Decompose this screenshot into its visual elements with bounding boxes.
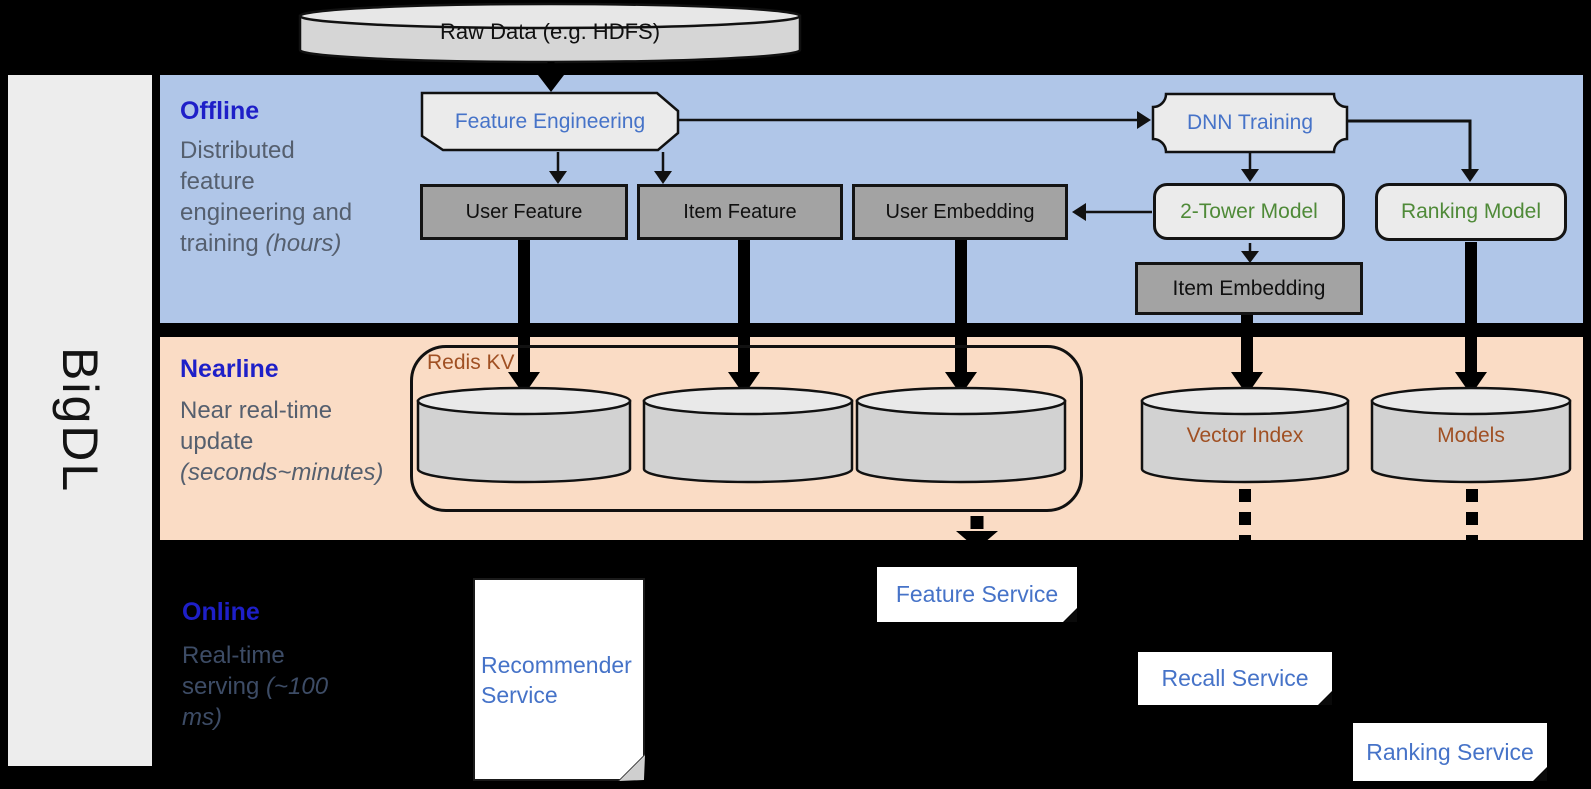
item-feature-box: Item Feature [637, 184, 843, 240]
feature-service-label: Feature Service [895, 581, 1059, 607]
online-band-label: Online [182, 598, 260, 626]
recall-service-label: Recall Service [1161, 665, 1309, 691]
vector-index-label: Vector Index [1186, 424, 1304, 447]
ranking-service-label: Ranking Service [1366, 738, 1534, 765]
offline-band-description: Distributed feature engineering and trai… [180, 135, 370, 259]
item-embedding-box: Item Embedding [1135, 262, 1363, 315]
recall-service-background [1138, 652, 1332, 705]
feature-engineering-label: Feature Engineering [454, 109, 646, 133]
redis-kv-container [410, 345, 1083, 512]
recommender-service-document: Recommender Service [473, 578, 645, 781]
recommender-service-background [473, 578, 645, 781]
online-description-duration: (~100 ms) [182, 673, 329, 731]
nearline-band-label: Nearline [180, 355, 279, 383]
offline-description-text: Distributed feature engineering and trai… [180, 137, 353, 257]
user-feature-box: User Feature [420, 184, 628, 240]
redis-kv-label: Redis KV [427, 351, 515, 374]
models-label: Models [1437, 424, 1505, 447]
offline-band-label: Offline [180, 97, 260, 125]
online-description-text: Real-time serving [182, 642, 285, 700]
user-embedding-box: User Embedding [852, 184, 1068, 240]
raw-data-label: Raw Data (e.g. HDFS) [439, 19, 661, 44]
ranking-service-background [1353, 723, 1547, 781]
two-tower-model-box: 2-Tower Model [1153, 183, 1345, 240]
feature-service-background [877, 567, 1077, 622]
recommender-service-label: Recommender Service [481, 651, 632, 708]
nearline-description-text: Near real-time update [180, 397, 333, 455]
nearline-description-duration: (seconds~minutes) [180, 459, 384, 486]
dnn-training-label: DNN Training [1186, 111, 1314, 134]
ranking-service-note: Ranking Service [1353, 723, 1547, 781]
offline-description-duration: (hours) [265, 230, 342, 257]
feature-service-note: Feature Service [877, 567, 1077, 622]
ranking-model-box: Ranking Model [1375, 183, 1567, 241]
online-band-description: Real-time serving (~100 ms) [182, 640, 342, 733]
bigdl-brand-label: BigDL [52, 347, 108, 494]
bigdl-sidebar: BigDL [8, 75, 152, 766]
nearline-band-description: Near real-time update (seconds~minutes) [180, 395, 390, 488]
recall-service-note: Recall Service [1138, 652, 1332, 705]
